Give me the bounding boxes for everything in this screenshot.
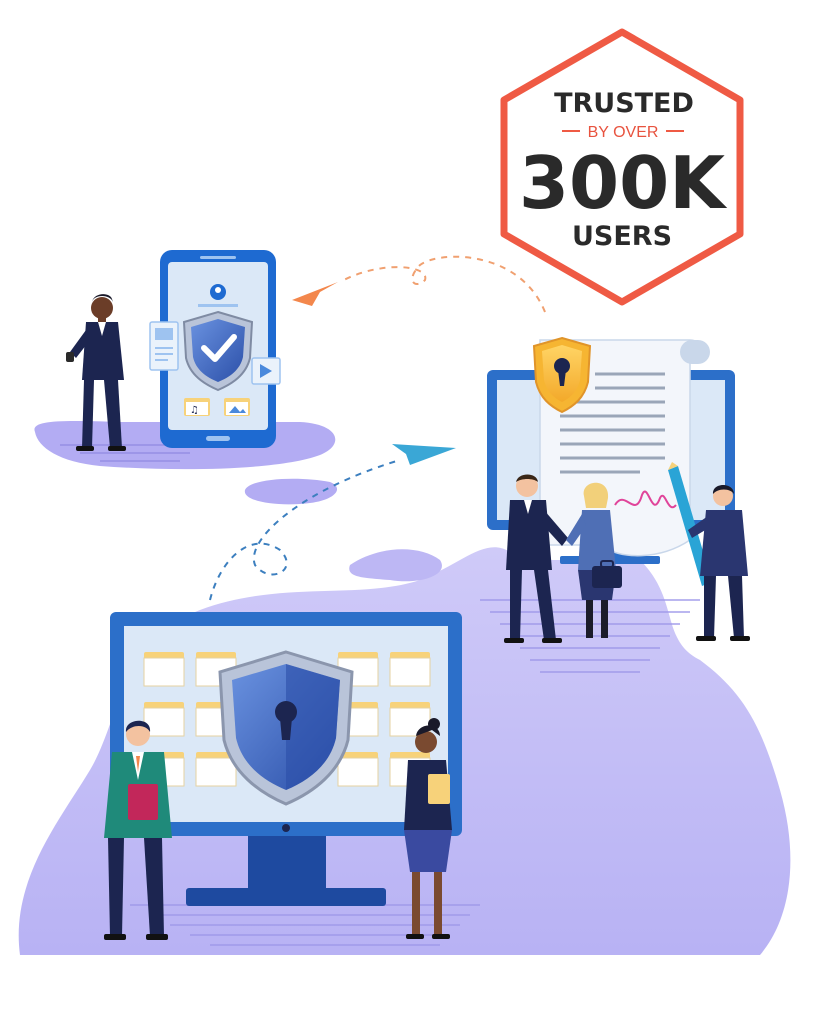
- gold-lock-shield-icon: [532, 336, 592, 414]
- man-holding-pen: [688, 485, 750, 641]
- badge-line-by-over: BY OVER: [588, 124, 659, 141]
- shield-check-icon: [182, 310, 254, 392]
- badge-line-trusted: TRUSTED: [554, 88, 694, 119]
- paper-plane-blue-icon: [392, 444, 456, 465]
- keyhole-shield-icon: [218, 650, 354, 806]
- document-lines: [560, 372, 665, 474]
- files-scene: [104, 612, 462, 940]
- man-with-phone: [66, 294, 126, 451]
- red-folder-icon: [128, 784, 158, 820]
- woman-with-document: [404, 718, 452, 939]
- businesswoman-with-briefcase: [566, 482, 622, 638]
- yellow-document-icon: [428, 774, 450, 804]
- paper-plane-orange-icon: [292, 282, 338, 306]
- pen-icon: [668, 462, 712, 586]
- badge-line-count: 300K: [519, 141, 727, 225]
- businessman: [504, 474, 568, 643]
- dashed-flight-paths: [339, 255, 546, 313]
- signature-icon: [614, 490, 677, 509]
- man-with-folder: [104, 720, 172, 940]
- folder-grid: [143, 652, 431, 787]
- contract-scene: [487, 336, 750, 643]
- phone-scene: ♫: [34, 250, 338, 505]
- briefcase-icon: [592, 566, 622, 588]
- badge-line-users: USERS: [572, 221, 672, 252]
- svg-text:♫: ♫: [190, 405, 199, 416]
- trusted-badge: TRUSTED BY OVER 300K USERS: [500, 28, 744, 306]
- dashed-flight-paths-blue: [209, 459, 401, 601]
